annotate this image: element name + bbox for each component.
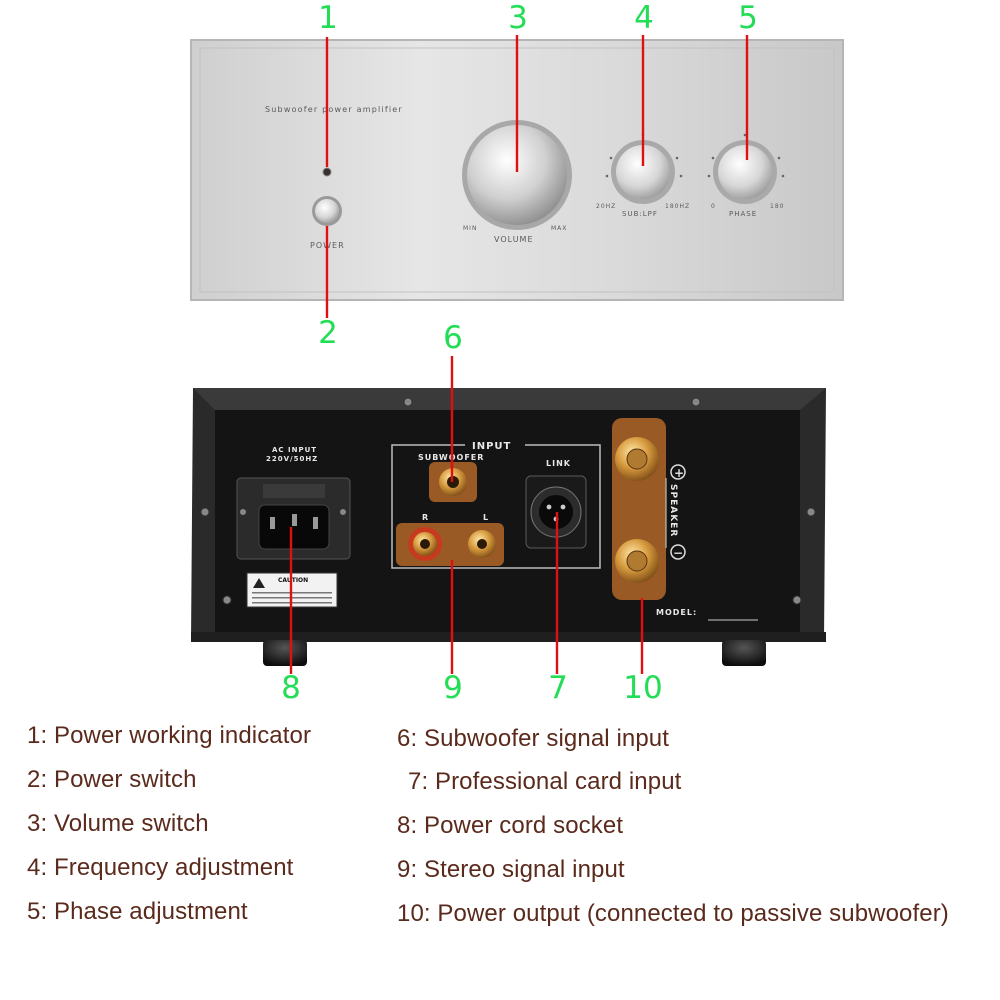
legend-item-1: 1: Power working indicator xyxy=(27,722,312,749)
leader-lines xyxy=(289,35,749,674)
phase-knob[interactable] xyxy=(713,140,777,204)
caution-text: CAUTION xyxy=(278,577,308,584)
callout-8: 8 xyxy=(281,670,301,706)
rear-screws xyxy=(200,397,816,605)
legend-item-3: 3: Volume switch xyxy=(27,810,209,837)
volume-knob[interactable] xyxy=(462,120,572,230)
callout-9: 9 xyxy=(443,670,463,706)
minus-label: − xyxy=(673,546,683,560)
volume-min-label: MIN xyxy=(463,225,477,232)
rear-feet xyxy=(263,640,766,666)
subwoofer-label: SUBWOOFER xyxy=(418,453,484,462)
callout-7: 7 xyxy=(548,670,568,706)
legend-item-4: 4: Frequency adjustment xyxy=(27,854,294,881)
legend-item-8: 8: Power cord socket xyxy=(397,812,624,839)
link-label: LINK xyxy=(546,459,571,468)
plus-symbol xyxy=(670,464,686,480)
stereo-rca-jacks[interactable] xyxy=(396,523,504,566)
legend-item-5: 5: Phase adjustment xyxy=(27,898,248,925)
lpf-label: SUB:LPF xyxy=(622,210,658,218)
phase-label: PHASE xyxy=(729,210,757,218)
lpf-max-label: 180HZ xyxy=(665,203,690,210)
callout-5: 5 xyxy=(738,0,758,36)
legend-item-2: 2: Power switch xyxy=(27,766,197,793)
lpf-min-label: 20HZ xyxy=(596,203,616,210)
power-button[interactable] xyxy=(312,196,342,226)
lpf-knob[interactable] xyxy=(611,140,675,204)
minus-symbol xyxy=(670,544,686,560)
model-label: MODEL: xyxy=(656,608,697,617)
brand-text: Subwoofer power amplifier xyxy=(265,105,403,114)
callout-6: 6 xyxy=(443,320,463,356)
legend-item-6: 6: Subwoofer signal input xyxy=(397,725,670,752)
power-led xyxy=(322,167,332,177)
volume-label: VOLUME xyxy=(494,235,534,244)
callout-3: 3 xyxy=(508,0,528,36)
input-label: INPUT xyxy=(472,441,511,452)
callout-4: 4 xyxy=(634,0,654,36)
r-label: R xyxy=(422,513,429,522)
speaker-label: SPEAKER xyxy=(668,484,678,537)
callout-10: 10 xyxy=(623,670,663,706)
input-frame xyxy=(391,444,601,569)
callout-2: 2 xyxy=(318,315,338,351)
legend-item-10: 10: Power output (connected to passive s… xyxy=(397,900,949,927)
ac-input-label: AC INPUT xyxy=(272,446,317,454)
speaker-terminals[interactable] xyxy=(612,418,666,600)
callout-1: 1 xyxy=(318,0,338,36)
volume-max-label: MAX xyxy=(551,225,567,232)
legend-item-9: 9: Stereo signal input xyxy=(397,856,625,883)
power-socket[interactable] xyxy=(236,477,351,560)
phase-max-label: 180 xyxy=(770,203,784,210)
ac-input-spec: 220V/50HZ xyxy=(266,455,318,463)
legend-item-7: 7: Professional card input xyxy=(408,768,682,795)
phase-min-label: 0 xyxy=(711,203,716,210)
l-label: L xyxy=(483,513,489,522)
plus-label: + xyxy=(674,466,684,480)
